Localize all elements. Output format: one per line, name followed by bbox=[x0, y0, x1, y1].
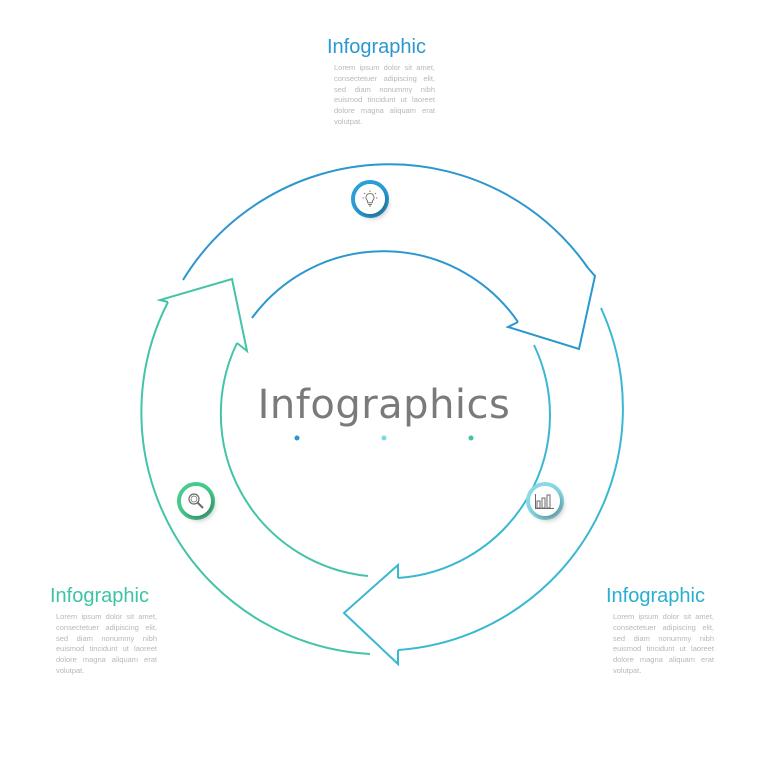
block-title-top: Infographic bbox=[327, 36, 426, 58]
block-text-right: Lorem ipsum dolor sit amet, consectetuer… bbox=[613, 612, 714, 675]
lightbulb-icon bbox=[362, 190, 378, 207]
arrow-head-right bbox=[342, 562, 399, 667]
bar-chart-icon bbox=[535, 494, 554, 509]
arrow-segment-top bbox=[182, 163, 589, 281]
badge-ring-top bbox=[351, 180, 389, 218]
text-block-right: Infographic Lorem ipsum dolor sit amet, … bbox=[606, 585, 716, 677]
text-block-top: Infographic Lorem ipsum dolor sit amet, … bbox=[327, 36, 437, 128]
badge-ring-right bbox=[526, 482, 564, 520]
arrow-segment-left bbox=[140, 301, 371, 655]
magnifier-icon bbox=[188, 493, 204, 509]
arrow-segment-right-inner bbox=[397, 344, 551, 579]
badge-right bbox=[530, 486, 560, 516]
center-title: Infographics bbox=[257, 382, 511, 428]
badge-left bbox=[181, 486, 211, 516]
arrow-segment-top-inner bbox=[251, 250, 519, 323]
block-text-top: Lorem ipsum dolor sit amet, consectetuer… bbox=[334, 63, 435, 126]
badge-ring-left bbox=[177, 482, 215, 520]
center-dot-1 bbox=[294, 435, 300, 441]
arrow-head-top bbox=[505, 267, 597, 351]
text-block-left: Infographic Lorem ipsum dolor sit amet, … bbox=[50, 585, 160, 677]
badge-top bbox=[355, 184, 385, 214]
block-title-right: Infographic bbox=[606, 585, 705, 607]
arrow-segment-left-inner bbox=[219, 342, 369, 577]
block-text-left: Lorem ipsum dolor sit amet, consectetuer… bbox=[56, 612, 157, 675]
center-dot-2 bbox=[381, 435, 387, 441]
arrow-head-left bbox=[156, 277, 249, 354]
block-title-left: Infographic bbox=[50, 585, 149, 607]
arrow-segment-right bbox=[397, 307, 624, 651]
center-dot-3 bbox=[468, 435, 474, 441]
